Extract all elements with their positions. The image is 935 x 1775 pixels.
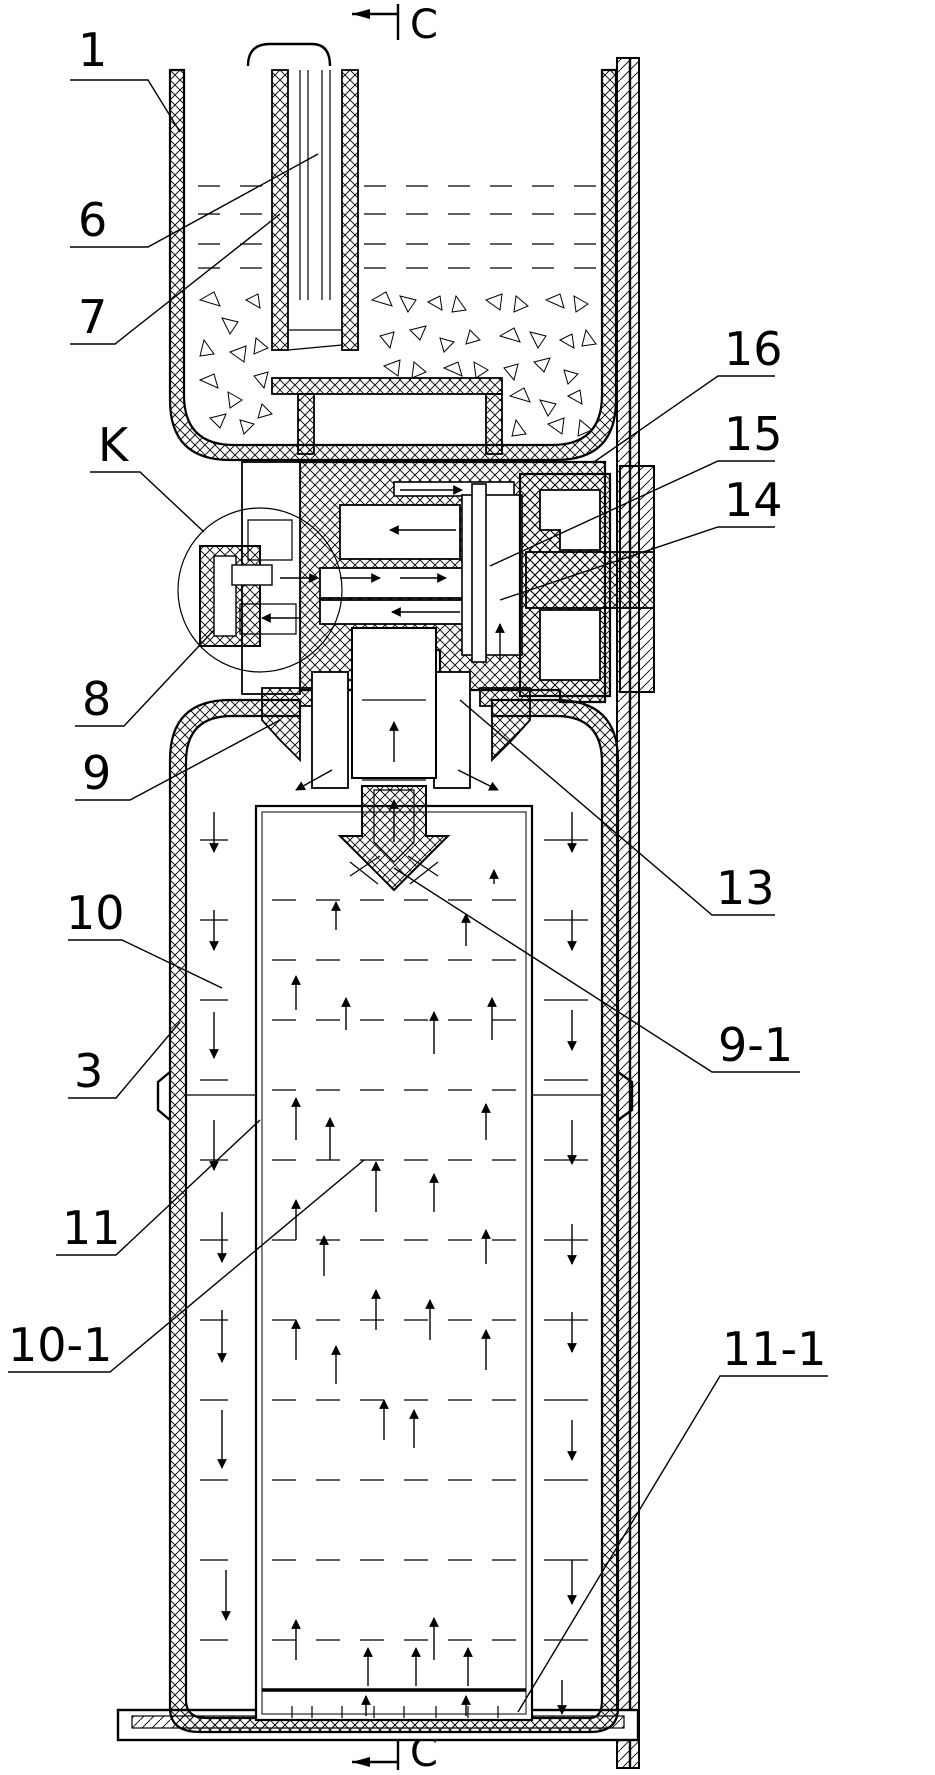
label-9-1: 9-1 — [718, 1018, 793, 1072]
label-10: 10 — [66, 886, 125, 940]
label-3: 3 — [74, 1044, 103, 1098]
inner-canister — [254, 785, 534, 1722]
water-lines — [198, 185, 596, 269]
annular-gap — [200, 812, 588, 1715]
label-16: 16 — [724, 322, 783, 376]
label-13: 13 — [716, 861, 775, 915]
label-10-1: 10-1 — [8, 1318, 112, 1372]
lower-container — [156, 627, 634, 1734]
label-6: 6 — [78, 193, 107, 247]
upper-tank — [168, 42, 618, 462]
label-7: 7 — [78, 290, 107, 344]
label-15: 15 — [724, 407, 783, 461]
leader-lines — [8, 79, 828, 1713]
label-9: 9 — [82, 746, 111, 800]
label-14: 14 — [724, 473, 783, 527]
reference-labels: 1 6 7 K 8 9 10 3 11 10-1 16 15 14 13 9-1… — [8, 23, 826, 1376]
center-pipe — [246, 42, 359, 351]
label-11: 11 — [62, 1201, 121, 1255]
section-mark-top: C — [352, 2, 438, 48]
filter-media — [198, 291, 597, 437]
section-label-top: C — [410, 2, 438, 48]
nozzle-assembly — [177, 461, 343, 695]
label-1: 1 — [78, 23, 107, 77]
label-K: K — [98, 418, 130, 472]
support-column — [616, 57, 640, 1769]
label-11-1: 11-1 — [722, 1322, 826, 1376]
label-8: 8 — [82, 672, 111, 726]
